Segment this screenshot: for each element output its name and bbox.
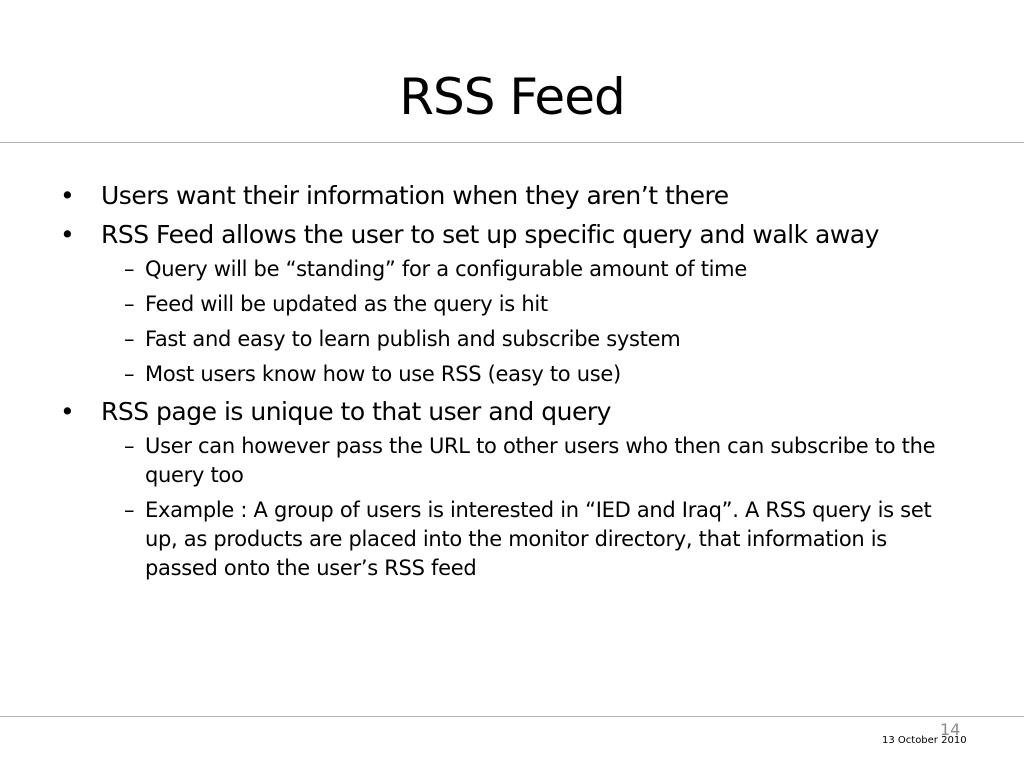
sub-bullet-marker: – [124,327,135,351]
sub-bullet-marker: – [124,257,135,281]
sub-bullet-text: Fast and easy to learn publish and subsc… [145,327,681,351]
sub-bullet-marker: – [124,292,135,316]
bullet-item: • RSS Feed allows the user to set up spe… [60,219,960,389]
bullet-list: • Users want their information when they… [60,180,960,583]
bullet-item: • Users want their information when they… [60,180,960,212]
bullet-item: • RSS page is unique to that user and qu… [60,396,960,583]
sub-bullet-item: – User can however pass the URL to other… [100,432,960,490]
slide-date: 13 October 2010 [882,735,967,746]
sub-bullet-text: Example : A group of users is interested… [145,498,932,580]
sub-bullet-marker: – [124,434,135,458]
sub-bullet-marker: – [124,498,135,522]
bullet-text: RSS page is unique to that user and quer… [101,397,611,426]
bullet-text: Users want their information when they a… [101,181,729,210]
sub-bullet-text: Query will be “standing” for a configura… [145,257,747,281]
sub-bullet-item: – Fast and easy to learn publish and sub… [100,325,960,354]
sub-bullet-text: Feed will be updated as the query is hit [145,292,548,316]
sub-bullet-text: Most users know how to use RSS (easy to … [145,362,621,386]
sub-bullet-item: – Query will be “standing” for a configu… [100,255,960,284]
bullet-marker: • [60,220,75,249]
slide-number: 14 [940,720,961,739]
slide-title: RSS Feed [399,68,625,126]
bullet-text: RSS Feed allows the user to set up speci… [101,220,879,249]
sub-bullet-item: – Example : A group of users is interest… [100,496,960,583]
title-divider [0,142,1024,143]
sub-bullet-marker: – [124,362,135,386]
footer-divider [0,716,1024,717]
bullet-marker: • [60,181,75,210]
sub-bullet-list: – Query will be “standing” for a configu… [101,255,960,389]
sub-bullet-text: User can however pass the URL to other u… [145,434,936,487]
bullet-marker: • [60,397,75,426]
sub-bullet-item: – Feed will be updated as the query is h… [100,290,960,319]
sub-bullet-item: – Most users know how to use RSS (easy t… [100,360,960,389]
sub-bullet-list: – User can however pass the URL to other… [101,432,960,583]
